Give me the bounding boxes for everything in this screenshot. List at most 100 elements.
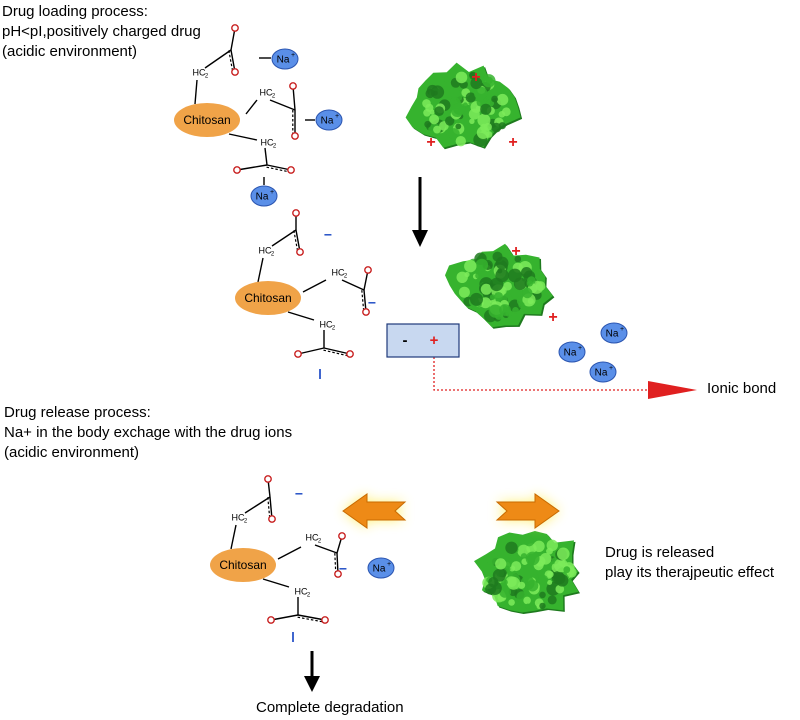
protein-bump	[465, 92, 476, 103]
sodium-charge: +	[609, 365, 613, 372]
oxygen-atom	[268, 515, 276, 523]
bond-line	[341, 279, 365, 291]
oxygen-atom	[362, 308, 370, 316]
protein-bump	[429, 114, 440, 125]
sodium-ion-shape	[589, 361, 617, 383]
protein-bump	[450, 103, 464, 117]
protein-bump	[480, 283, 492, 295]
sodium-charge: +	[620, 326, 624, 333]
protein-bump	[458, 286, 470, 298]
sodium-charge: +	[335, 113, 339, 120]
protein-bump	[489, 277, 504, 292]
protein-bump	[475, 258, 489, 272]
protein-bump	[547, 595, 557, 605]
protein-bump	[533, 540, 545, 552]
protein-bump	[499, 586, 511, 598]
carboxyl-bond	[236, 164, 268, 171]
positive-charge: +	[511, 243, 520, 260]
protein-bump	[424, 120, 432, 128]
protein-bump	[512, 307, 519, 314]
carboxyl-bond	[270, 614, 299, 621]
protein-bump	[525, 551, 540, 566]
protein-bump	[521, 267, 532, 278]
bond-box-minus: -	[403, 332, 408, 349]
protein-bump	[547, 580, 553, 585]
chitosan-label: Chitosan	[183, 113, 230, 127]
release-environment: (acidic environment)	[4, 444, 140, 461]
drug-released-line2: play its therajpeutic effect	[605, 564, 774, 581]
ch2-text: HC	[232, 512, 245, 522]
ch2-text: HC	[261, 137, 274, 147]
sodium-charge: +	[270, 189, 274, 196]
sodium-symbol: Na	[321, 116, 334, 127]
protein-bump	[496, 93, 509, 106]
protein-bump	[539, 591, 546, 599]
bond-line	[269, 99, 296, 111]
protein-bump	[563, 566, 571, 574]
bond-line	[277, 546, 302, 560]
chitosan-label: Chitosan	[219, 558, 266, 572]
protein-bump	[445, 116, 455, 126]
sodium-charge: +	[291, 52, 295, 59]
bond-line	[245, 99, 258, 115]
drug-protein-released	[474, 531, 580, 614]
positive-charge: +	[548, 309, 557, 326]
protein-bump	[434, 106, 444, 116]
oxygen-atom	[321, 616, 329, 624]
ch2-subscript: 2	[307, 593, 311, 599]
chitosan-node: Chitosan	[174, 103, 240, 137]
protein-bump	[547, 571, 554, 578]
sodium-ion: Na+	[367, 557, 395, 579]
protein-bump	[455, 71, 468, 84]
bond-line	[287, 311, 315, 321]
ionic-bond-label: Ionic bond	[707, 380, 777, 397]
ch2-text: HC	[306, 532, 319, 542]
release-left-arrow	[342, 493, 407, 529]
protein-bump	[525, 603, 531, 609]
sodium-ion-shape	[271, 48, 299, 70]
oxygen-atom	[296, 248, 304, 256]
protein-bump	[470, 77, 483, 90]
protein-bump	[494, 292, 503, 301]
sodium-charge: +	[578, 345, 582, 352]
drug-released-line1: Drug is released	[605, 544, 715, 561]
protein-bump	[443, 76, 450, 83]
ch2-subscript: 2	[273, 144, 277, 150]
sodium-symbol: Na	[373, 564, 386, 575]
protein-bump	[476, 126, 490, 139]
oxygen-atom	[291, 132, 299, 140]
degradation-arrow-head	[304, 676, 320, 692]
oxygen-atom	[264, 475, 272, 483]
oxygen-atom	[231, 68, 239, 76]
positive-charge: +	[471, 69, 480, 86]
protein-bump	[488, 304, 502, 318]
ch2-text: HC	[259, 245, 272, 255]
protein-bump	[518, 301, 525, 309]
protein-bump	[513, 277, 527, 291]
bond-line	[262, 578, 290, 588]
negative-charge: −	[339, 561, 347, 577]
negative-charge: −	[324, 227, 332, 243]
protein-bump	[455, 136, 466, 147]
oxygen-atom	[334, 570, 342, 578]
sodium-symbol: Na	[277, 55, 290, 66]
protein-bump	[508, 599, 515, 606]
protein-bump	[505, 309, 513, 317]
sodium-symbol: Na	[564, 348, 577, 359]
protein-bump	[475, 272, 482, 279]
protein-bump	[524, 536, 534, 547]
protein-bump	[556, 574, 569, 587]
sodium-ion-shape	[250, 185, 278, 207]
protein-bump	[495, 558, 507, 570]
ch2-subscript: 2	[205, 74, 209, 80]
protein-bump	[520, 553, 528, 560]
bond-line	[264, 147, 268, 166]
